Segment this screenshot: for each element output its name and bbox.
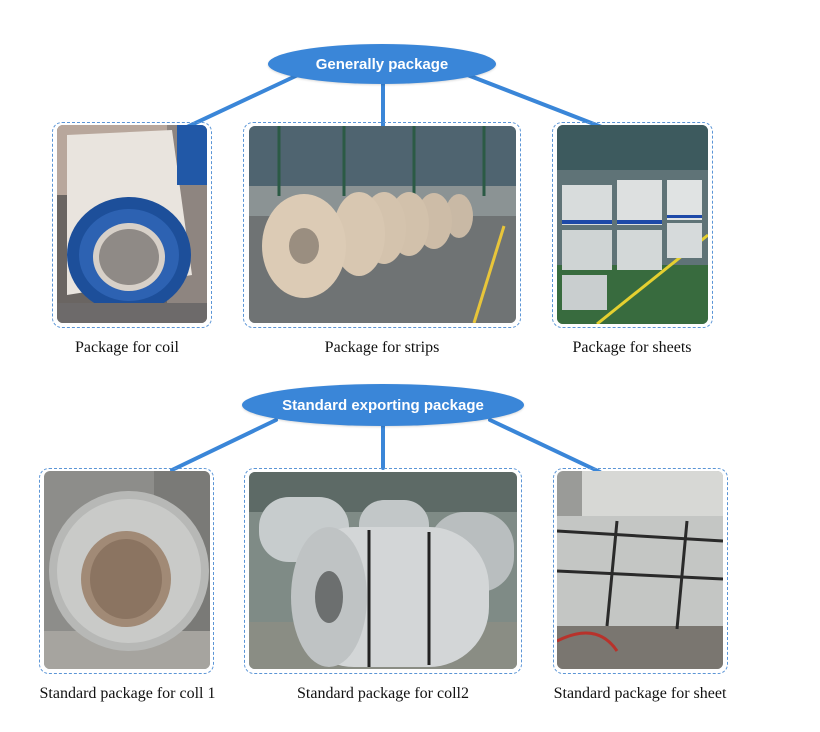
- caption-standard-package-for-sheet: Standard package for sheet: [553, 685, 727, 702]
- galvanized-sheet-bundle-photo: [557, 471, 723, 669]
- caption-package-for-strips: Package for strips: [324, 339, 440, 356]
- sheet-stacks-warehouse-photo: [557, 125, 708, 324]
- caption-standard-package-for-coll-1: Standard package for coll 1: [39, 685, 216, 702]
- painted-coil-photo: [57, 125, 207, 323]
- galvanized-coil-photo: [44, 471, 210, 669]
- caption-standard-package-for-coll2: Standard package for coll2: [297, 685, 469, 702]
- section-title-standard-exporting-package: Standard exporting package: [242, 384, 524, 426]
- photo-frame: [52, 122, 212, 328]
- section-title-generally-package: Generally package: [268, 44, 496, 84]
- galvanized-coils-row-photo: [249, 472, 517, 669]
- caption-package-for-coil: Package for coil: [75, 339, 179, 356]
- photo-frame: [553, 468, 728, 674]
- coil-strips-warehouse-photo: [249, 126, 516, 323]
- photo-frame: [39, 468, 214, 674]
- photo-frame: [244, 468, 522, 674]
- photo-frame: [552, 122, 713, 328]
- caption-package-for-sheets: Package for sheets: [572, 339, 692, 356]
- photo-frame: [243, 122, 521, 328]
